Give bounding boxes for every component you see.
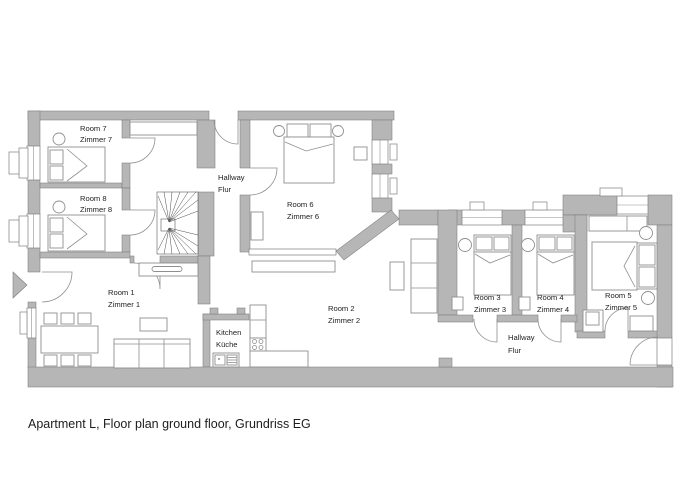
label-hallway-lower: Hallway Flur bbox=[508, 333, 535, 355]
dining-table bbox=[40, 312, 99, 367]
bed-room-8 bbox=[47, 200, 106, 252]
door-back-exit bbox=[629, 336, 659, 366]
svg-text:Flur: Flur bbox=[508, 346, 522, 355]
bed-room-7 bbox=[47, 132, 106, 183]
sink-icon bbox=[212, 352, 240, 368]
svg-text:Kitchen: Kitchen bbox=[216, 328, 241, 337]
svg-text:Hallway: Hallway bbox=[508, 333, 535, 342]
svg-text:Zimmer 2: Zimmer 2 bbox=[328, 316, 360, 325]
svg-text:Room 1: Room 1 bbox=[108, 288, 135, 297]
svg-text:Room 8: Room 8 bbox=[80, 194, 107, 203]
room-labels: Room 7 Zimmer 7 Room 8 Zimmer 8 Hallway … bbox=[80, 124, 637, 355]
svg-text:Zimmer 5: Zimmer 5 bbox=[605, 303, 637, 312]
room-6-furniture bbox=[250, 146, 368, 273]
hall-wardrobe bbox=[129, 121, 199, 277]
svg-text:Room 7: Room 7 bbox=[80, 124, 107, 133]
label-room-6: Room 6 Zimmer 6 bbox=[287, 200, 319, 221]
bed-room-3 bbox=[451, 234, 512, 311]
staircase bbox=[156, 191, 199, 255]
door-room-4 bbox=[537, 318, 562, 343]
svg-text:Zimmer 3: Zimmer 3 bbox=[474, 305, 506, 314]
svg-text:Flur: Flur bbox=[218, 185, 232, 194]
svg-text:Room 5: Room 5 bbox=[605, 291, 632, 300]
sofa bbox=[113, 317, 191, 369]
label-room-2: Room 2 Zimmer 2 bbox=[328, 304, 360, 325]
door-entrance bbox=[41, 271, 73, 303]
kitchen-counter bbox=[212, 304, 309, 368]
door-room-8 bbox=[129, 209, 156, 236]
svg-text:Zimmer 4: Zimmer 4 bbox=[537, 305, 569, 314]
svg-text:Hallway: Hallway bbox=[218, 173, 245, 182]
bed-room-5 bbox=[582, 215, 658, 333]
door-top-exit bbox=[213, 119, 239, 145]
room-2-furniture bbox=[389, 238, 438, 314]
doors bbox=[41, 119, 659, 366]
label-kitchen: Kitchen Küche bbox=[216, 328, 241, 349]
label-hallway-upper: Hallway Flur bbox=[218, 173, 245, 194]
label-room-4: Room 4 Zimmer 4 bbox=[537, 293, 569, 314]
svg-text:Zimmer 6: Zimmer 6 bbox=[287, 212, 319, 221]
svg-text:Room 4: Room 4 bbox=[537, 293, 564, 302]
bed-room-6 bbox=[273, 123, 344, 184]
label-room-8: Room 8 Zimmer 8 bbox=[80, 194, 112, 214]
bed-room-4 bbox=[518, 234, 575, 311]
label-room-1: Room 1 Zimmer 1 bbox=[108, 288, 140, 309]
label-room-7: Room 7 Zimmer 7 bbox=[80, 124, 112, 144]
caption: Apartment L, Floor plan ground floor, Gr… bbox=[28, 417, 311, 431]
walls bbox=[27, 110, 674, 388]
label-room-5: Room 5 Zimmer 5 bbox=[605, 291, 637, 312]
label-room-3: Room 3 Zimmer 3 bbox=[474, 293, 506, 314]
door-room-6 bbox=[249, 167, 278, 196]
svg-text:Room 6: Room 6 bbox=[287, 200, 314, 209]
svg-text:Zimmer 7: Zimmer 7 bbox=[80, 135, 112, 144]
svg-text:Zimmer 1: Zimmer 1 bbox=[108, 300, 140, 309]
svg-text:Room 2: Room 2 bbox=[328, 304, 355, 313]
svg-text:Zimmer 8: Zimmer 8 bbox=[80, 205, 112, 214]
windows bbox=[8, 139, 673, 366]
svg-text:Küche: Küche bbox=[216, 340, 238, 349]
door-room-3 bbox=[473, 318, 498, 343]
door-room-7 bbox=[129, 137, 156, 164]
stove-icon bbox=[249, 337, 267, 352]
door-room-5 bbox=[604, 307, 629, 332]
entrance-arrow-icon bbox=[12, 271, 28, 299]
svg-text:Room 3: Room 3 bbox=[474, 293, 501, 302]
